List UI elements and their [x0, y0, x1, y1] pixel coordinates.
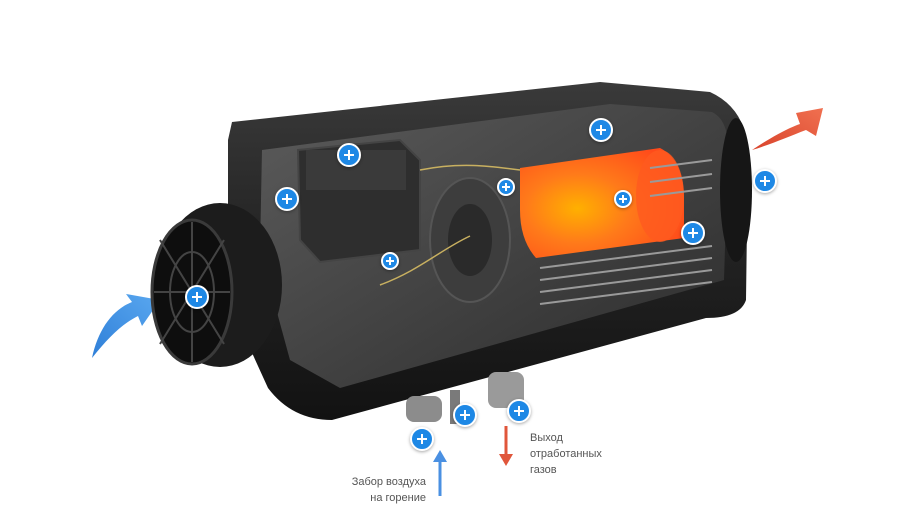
- exhaust-label-line3: газов: [530, 464, 557, 476]
- hotspot-blower-fan[interactable]: [275, 187, 299, 211]
- intake-label-line1: Забор воздуха: [351, 476, 426, 488]
- hotspot-fuel-inlet[interactable]: [453, 403, 477, 427]
- hotspot-wiring[interactable]: [381, 252, 399, 270]
- hotspot-combustion-chamber[interactable]: [614, 190, 632, 208]
- hotspot-heat-exchanger[interactable]: [681, 221, 705, 245]
- hotspot-glow-plug[interactable]: [589, 118, 613, 142]
- heat-exchanger-fins: [539, 159, 713, 305]
- exhaust-label-line2: отработанных: [530, 448, 602, 460]
- hotspot-outlet[interactable]: [753, 169, 777, 193]
- hotspot-motor[interactable]: [497, 178, 515, 196]
- intake-label: Забор воздуха на горение: [326, 474, 426, 506]
- exhaust-label: Выход отработанных газов: [530, 430, 630, 478]
- intake-flow-arrow: [433, 450, 447, 496]
- exhaust-flow-arrow: [499, 426, 513, 466]
- hotspot-control-unit[interactable]: [337, 143, 361, 167]
- exhaust-label-line1: Выход: [530, 432, 563, 444]
- rear-end-cap: [720, 118, 752, 262]
- hotspot-exhaust-pipe[interactable]: [507, 399, 531, 423]
- intake-air-arrow: [92, 294, 160, 358]
- exhaust-air-arrow: [752, 108, 823, 150]
- hotspot-air-intake-pipe[interactable]: [410, 427, 434, 451]
- hotspot-intake-grille[interactable]: [185, 285, 209, 309]
- wiring: [379, 164, 521, 286]
- intake-label-line2: на горение: [370, 492, 426, 504]
